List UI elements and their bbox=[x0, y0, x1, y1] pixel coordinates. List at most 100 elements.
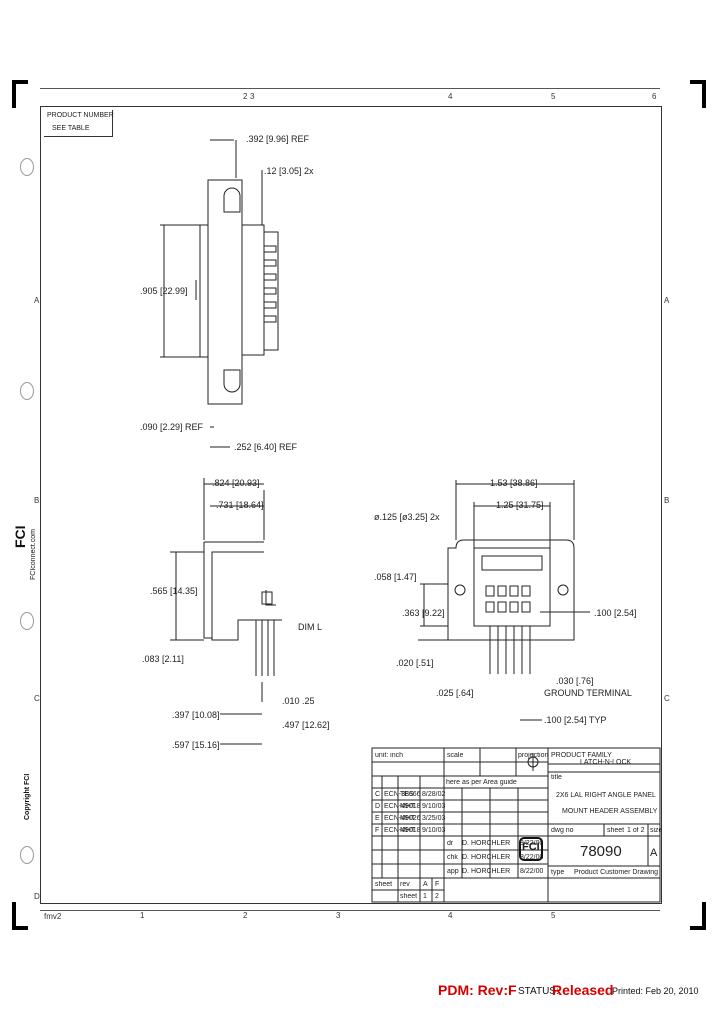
tb-sheet-label: sheet bbox=[607, 827, 625, 834]
zone-left-a: A bbox=[34, 296, 40, 305]
zone-top-5: 5 bbox=[551, 92, 556, 101]
zone-right-a: A bbox=[664, 296, 670, 305]
tb-projection-label: projection bbox=[518, 752, 549, 759]
tb-product-family: LATCH-N-LOCK bbox=[580, 759, 632, 766]
tb-rev-f-by: MHT bbox=[400, 827, 416, 834]
fci-logo-title bbox=[519, 837, 543, 861]
dim-top-ref: .392 [9.96] REF bbox=[246, 134, 310, 144]
zone-bottom-2: 2 bbox=[243, 911, 248, 920]
punch-mark-1 bbox=[20, 158, 34, 176]
tb-rev-f: F bbox=[375, 827, 380, 834]
tb-type-label: type bbox=[551, 869, 565, 876]
dim-height: .905 [22.99] bbox=[140, 286, 188, 296]
title-block-lines bbox=[371, 747, 661, 903]
zone-right-b: B bbox=[664, 496, 670, 505]
top-view-pins bbox=[263, 245, 277, 323]
dim-thickness-ref: .252 [6.40] REF bbox=[234, 442, 298, 452]
dim-left-bottom: .083 [2.11] bbox=[142, 654, 184, 664]
corner-bracket-tr bbox=[690, 80, 706, 84]
top-view-flange bbox=[199, 180, 209, 404]
frame-bottom-line bbox=[40, 910, 660, 911]
front-view-cavity bbox=[473, 547, 551, 627]
tb-rev-f-date: 9/10/03 bbox=[422, 827, 446, 834]
dim-pin-small: .010 .25 bbox=[282, 696, 315, 706]
tb-drawing-no: 78090 bbox=[580, 843, 622, 860]
footer-status-value: Released bbox=[552, 982, 614, 998]
corner-bracket-tl bbox=[12, 80, 28, 84]
side-view-latch bbox=[261, 591, 273, 605]
tb-release-note: here as per Area guide bbox=[446, 779, 517, 786]
front-view-body bbox=[447, 539, 575, 641]
side-view-housing bbox=[203, 541, 264, 639]
top-view-slot-top bbox=[223, 187, 241, 213]
tb-approval-app-role: app bbox=[447, 868, 459, 875]
tb-sheet-table-r0: sheet bbox=[400, 893, 418, 900]
zone-left-d: D bbox=[34, 892, 40, 901]
tb-rev-c-by: TES bbox=[400, 791, 414, 798]
dim-ground: .030 [.76] bbox=[556, 676, 594, 686]
dim-pin-b: .497 [12.62] bbox=[282, 720, 330, 730]
tb-title-line1: 2X6 LAL RIGHT ANGLE PANEL bbox=[556, 792, 656, 799]
tb-approval-chk-date: 8/22/00 bbox=[520, 854, 544, 861]
tb-approval-app-name: D. HORCHLER bbox=[462, 868, 511, 875]
dim-pin-ref: DIM L bbox=[298, 622, 323, 632]
tb-approval-app-date: 8/22/00 bbox=[520, 868, 544, 875]
side-website: FCIconnect.com bbox=[30, 529, 37, 580]
product-number-value: SEE TABLE bbox=[52, 125, 90, 132]
side-view-body bbox=[211, 552, 282, 641]
dim-pin-c: .597 [15.16] bbox=[172, 740, 220, 750]
dim-pin-a: .397 [10.08] bbox=[172, 710, 220, 720]
dim-width-inner: .731 [18.64] bbox=[216, 500, 264, 510]
dim-offset-ref: .090 [2.29] REF bbox=[140, 422, 204, 432]
zone-bottom-1: 1 bbox=[140, 911, 145, 920]
tb-rev-f-desc: ECN-49018 bbox=[384, 827, 421, 834]
corner-bracket-bl bbox=[12, 926, 28, 930]
front-view-hole-left bbox=[454, 584, 466, 596]
corner-bracket-tr-v bbox=[702, 80, 706, 108]
zone-left-c: C bbox=[34, 694, 40, 703]
front-view-hole-right bbox=[557, 584, 569, 596]
front-view-pins bbox=[485, 585, 531, 674]
punch-mark-2 bbox=[20, 382, 34, 400]
tb-sheet-table-h2: A bbox=[423, 881, 428, 888]
tb-rev-d-date: 9/10/03 bbox=[422, 803, 446, 810]
footer-pdm: PDM: Rev:F bbox=[438, 982, 517, 998]
tb-sheet-table-r1: 1 bbox=[423, 893, 427, 900]
corner-note: fmv2 bbox=[44, 912, 62, 921]
dim-pitch-typ: .100 [2.54] TYP bbox=[544, 715, 607, 725]
dim-slot: .12 [3.05] 2x bbox=[264, 166, 314, 176]
zone-left-b: B bbox=[34, 496, 40, 505]
side-copyright: Copyright FCI bbox=[24, 773, 31, 820]
tb-rev-e-date: 3/25/03 bbox=[422, 815, 446, 822]
dim-hole: ø.125 [ø3.25] 2x bbox=[374, 512, 440, 522]
side-logo: FCI bbox=[12, 525, 28, 548]
corner-bracket-br bbox=[690, 926, 706, 930]
product-number-label: PRODUCT NUMBER bbox=[47, 112, 114, 119]
frame-top-line bbox=[40, 88, 660, 89]
tb-approval-dr-role: dr bbox=[447, 840, 454, 847]
dim-pin-w: .025 [.64] bbox=[436, 688, 474, 698]
front-view-latch bbox=[481, 555, 543, 571]
tb-sheet-value: 1 of 2 bbox=[627, 827, 645, 834]
dim-front-inner: 1.25 [31.75] bbox=[496, 500, 544, 510]
dim-left-height: .565 [14.35] bbox=[150, 586, 198, 596]
tb-rev-c-date: 8/28/02 bbox=[422, 791, 446, 798]
corner-bracket-br-v bbox=[702, 902, 706, 930]
tb-rev-d: D bbox=[375, 803, 381, 810]
tb-approval-dr-name: D. HORCHLER bbox=[462, 840, 511, 847]
zone-bottom-3: 3 bbox=[336, 911, 341, 920]
drawing-sheet bbox=[40, 106, 662, 904]
top-view-header bbox=[241, 224, 265, 356]
zone-bottom-4: 4 bbox=[448, 911, 453, 920]
side-view-pins bbox=[255, 620, 275, 676]
tb-fci-logo: FCI bbox=[522, 841, 540, 853]
punch-mark-4 bbox=[20, 846, 34, 864]
dim-side-b: .363 [9.22] bbox=[402, 608, 445, 618]
top-view-slot-bottom bbox=[223, 369, 241, 393]
tb-rev-c: C bbox=[375, 791, 381, 798]
dim-side-a: .058 [1.47] bbox=[374, 572, 417, 582]
footer-status-label: STATUS: bbox=[518, 986, 559, 997]
tb-size-label: size bbox=[650, 827, 663, 834]
tb-approval-chk-name: D. HORCHLER bbox=[462, 854, 511, 861]
dim-side-c: .020 [.51] bbox=[396, 658, 434, 668]
